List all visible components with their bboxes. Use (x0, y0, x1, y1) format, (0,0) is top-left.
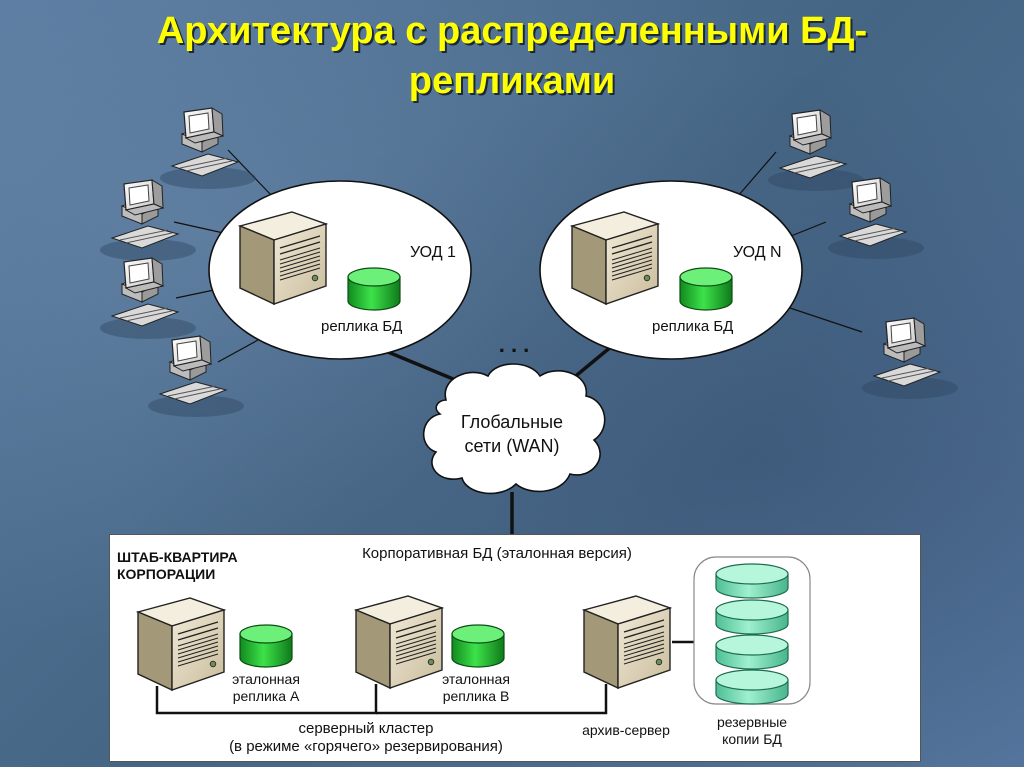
workstation-icon (767, 109, 865, 192)
hq-title-line-1: ШТАБ-КВАРТИРА (117, 549, 238, 565)
cluster-label-line-2: (в режиме «горячего» резервирования) (229, 738, 503, 755)
archive-server-label: архив-сервер (582, 722, 670, 738)
site-1-name: УОД 1 (410, 244, 456, 261)
workstation-icon (99, 179, 197, 262)
backups-label-line-1: резервные (717, 714, 787, 730)
replica-b-db-icon (451, 624, 505, 668)
site-n-db-icon (679, 267, 733, 311)
corporate-db-label: Корпоративная БД (эталонная версия) (362, 545, 632, 562)
workstation-icon (861, 317, 959, 400)
workstation-icon (99, 257, 197, 340)
archive-server-icon (583, 595, 671, 689)
replica-a-label-line-2: реплика А (233, 688, 300, 704)
site-n: УОД N реплика БД (539, 180, 803, 360)
title-line-2: репликами (408, 60, 616, 102)
site-1: УОД 1 реплика БД (208, 180, 472, 360)
client-links (173, 149, 863, 363)
workstation-icon (827, 177, 925, 260)
wan-cloud: Глобальные сети (WAN) (422, 363, 606, 495)
page-title: Архитектура с распределенными БД- реплик… (0, 6, 1024, 106)
backup-disk-icon (715, 563, 789, 599)
backups-label-line-2: копии БД (722, 731, 782, 747)
headquarters-content: ШТАБ-КВАРТИРА КОРПОРАЦИИ Корпоративная Б… (117, 545, 811, 755)
replica-b-label-line-2: реплика В (443, 688, 510, 704)
site-n-replica-label: реплика БД (652, 318, 733, 335)
replica-b-label-line-1: эталонная (442, 671, 510, 687)
sites-ellipsis: . . . (499, 332, 530, 357)
site-n-server-icon (571, 211, 659, 305)
backup-disk-icon (715, 599, 789, 635)
backup-disk-icon (715, 634, 789, 670)
workstation-icon (159, 107, 257, 190)
hq-server-a-icon (137, 597, 225, 691)
backup-disk-icon (715, 669, 789, 705)
title-line-1: Архитектура с распределенными БД- (156, 10, 868, 52)
site-n-name: УОД N (733, 244, 782, 261)
wan-label-line-2: сети (WAN) (464, 436, 559, 456)
hq-title-line-2: КОРПОРАЦИИ (117, 566, 215, 582)
site-1-replica-label: реплика БД (321, 318, 402, 335)
replica-a-db-icon (239, 624, 293, 668)
hq-server-b-icon (355, 595, 443, 689)
site-1-db-icon (347, 267, 401, 311)
site-1-server-icon (239, 211, 327, 305)
workstation-icon (147, 335, 245, 418)
replica-a-label-line-1: эталонная (232, 671, 300, 687)
wan-label-line-1: Глобальные (461, 412, 563, 432)
cluster-label-line-1: серверный кластер (299, 720, 434, 737)
